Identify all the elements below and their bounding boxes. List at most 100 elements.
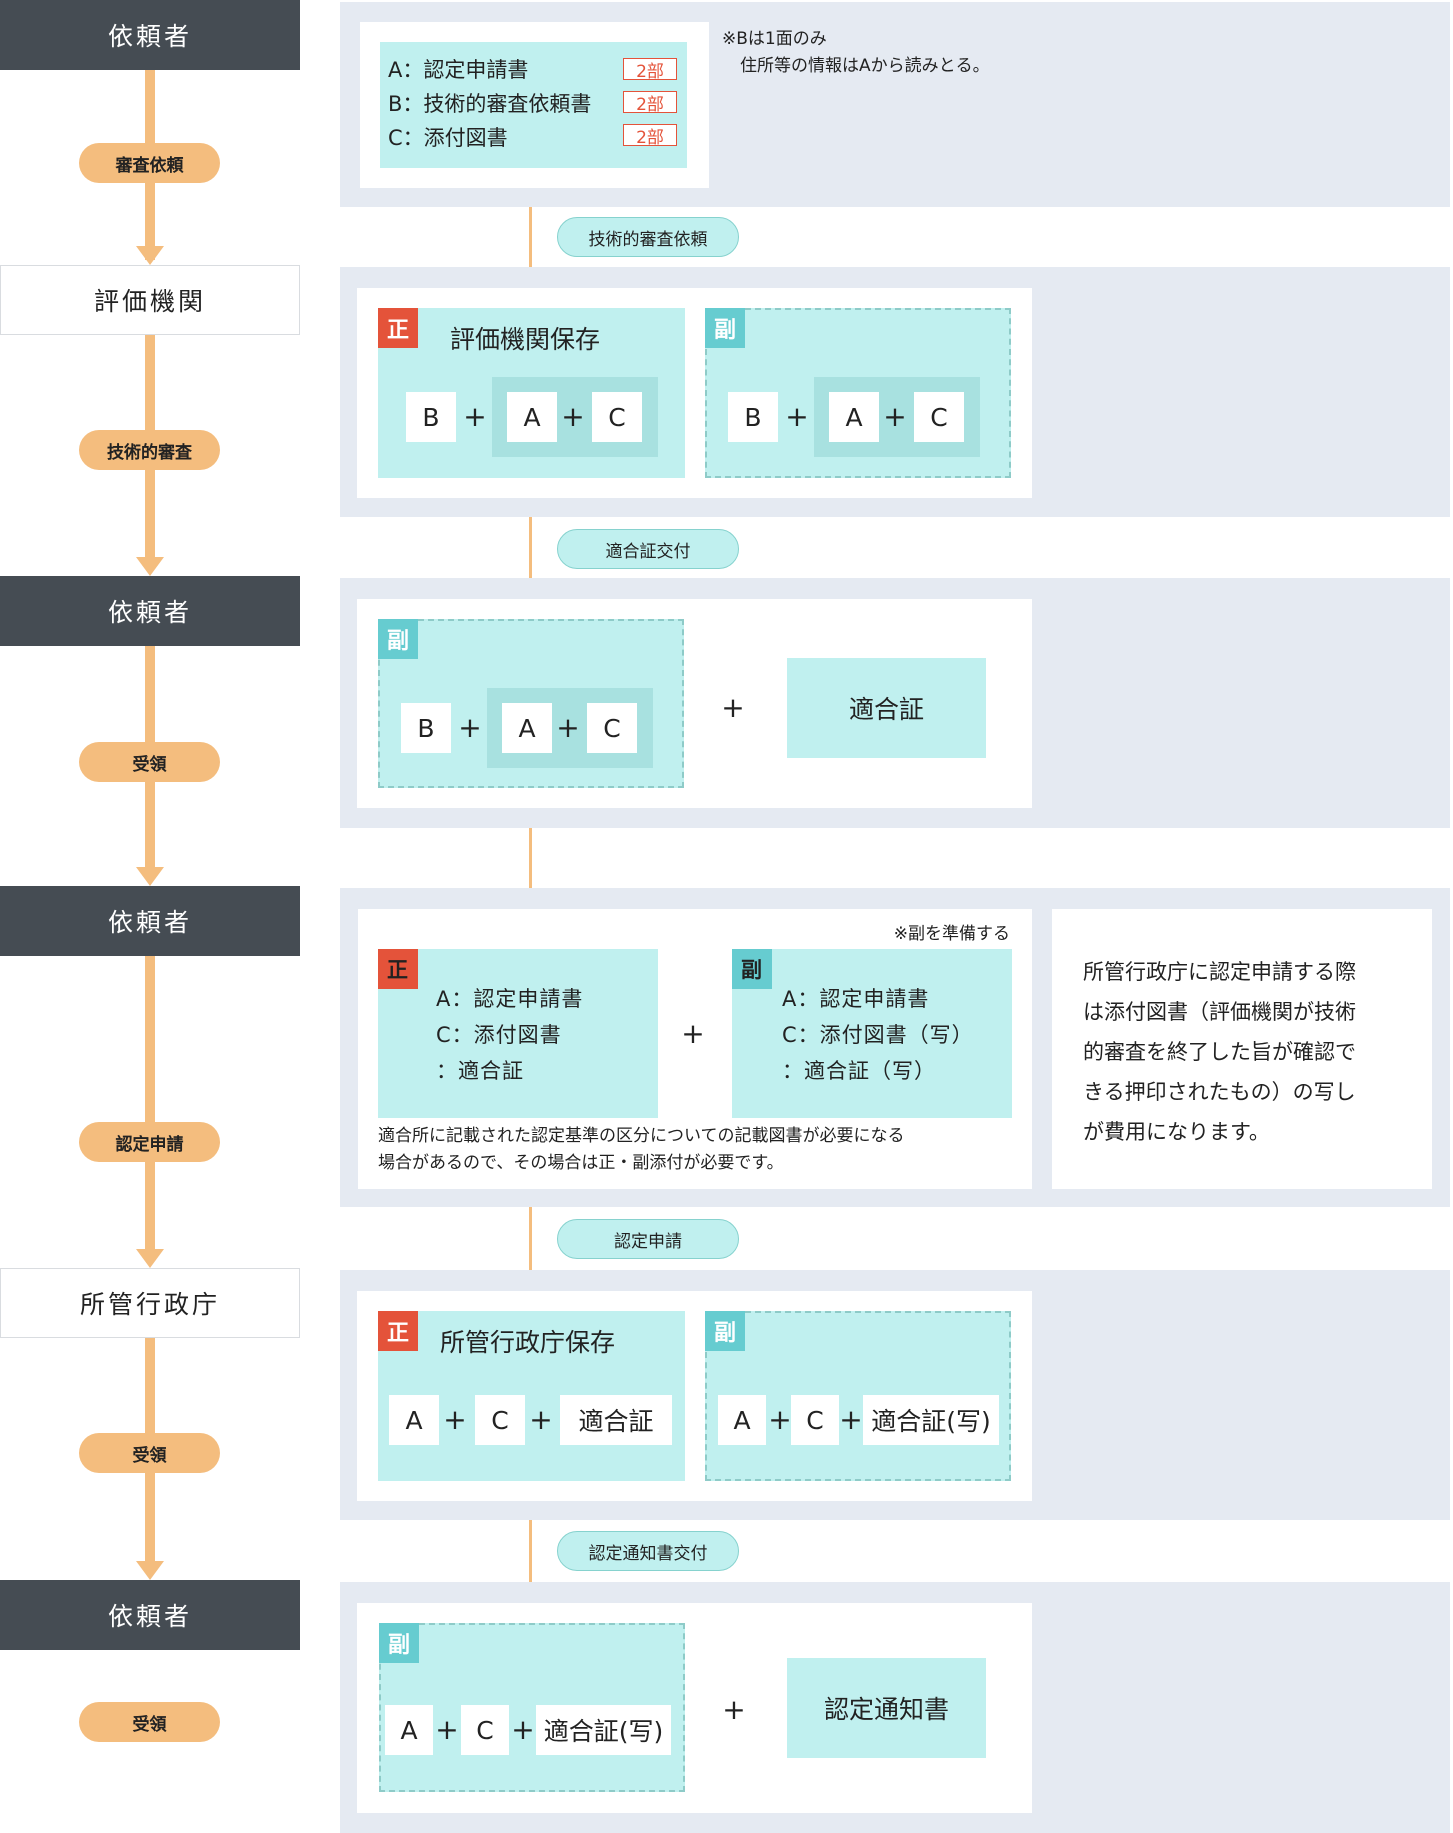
doc-cell-c: C (791, 1395, 839, 1445)
doc-cell-c: C (914, 392, 964, 442)
plus-icon: + (458, 711, 482, 744)
document-list: A：認定申請書 2部 B：技術的審査依頼書 2部 C：添付図書 2部 (380, 42, 687, 168)
receipt-card: 副 B + A + C + 適合証 (357, 599, 1032, 808)
document-c: C：添付図書 (388, 126, 508, 150)
item-attached-drawings: C：添付図書 (436, 1023, 562, 1047)
sei-set: 正 所管行政庁保存 A + C + 適合証 (378, 1311, 685, 1481)
step-certification-application: 認定申請 (79, 1122, 220, 1162)
doc-cell-a: A (718, 1395, 766, 1445)
evaluation-storage-card: 正 評価機関保存 B + A + C 副 B + A + C (357, 288, 1032, 498)
item-certificate: ：適合証 (436, 1059, 524, 1083)
fuku-badge: 副 (379, 1623, 419, 1663)
certificate-box: 適合証 (787, 658, 986, 758)
actor-requester: 依頼者 (0, 1580, 300, 1650)
doc-cell-a: A (502, 703, 552, 753)
sei-set: 正 A：認定申請書 C：添付図書 ：適合証 (378, 949, 658, 1118)
doc-cell-certificate: 適合証 (560, 1395, 672, 1445)
document-list-card: A：認定申請書 2部 B：技術的審査依頼書 2部 C：添付図書 2部 (360, 22, 709, 188)
actor-requester: 依頼者 (0, 886, 300, 956)
step-review-request: 審査依頼 (79, 143, 220, 183)
plus-icon: + (883, 400, 907, 433)
administrative-storage-card: 正 所管行政庁保存 A + C + 適合証 副 A + C + 適合証(写) (357, 1291, 1032, 1501)
actor-requester: 依頼者 (0, 576, 300, 646)
doc-cell-c: C (592, 392, 642, 442)
doc-cell-b: B (401, 703, 451, 753)
plus-icon: + (443, 1403, 467, 1436)
plus-icon: + (768, 1403, 792, 1436)
doc-cell-a: A (385, 1705, 433, 1755)
flow-label-certification-application: 認定申請 (557, 1219, 739, 1259)
doc-cell-b: B (406, 392, 456, 442)
plus-icon: + (511, 1713, 535, 1746)
side-note-text: 所管行政庁に認定申請する際 は添付図書（評価機関が技術 的審査を終了した旨が確認… (1083, 960, 1356, 1144)
plus-icon: + (556, 711, 580, 744)
flow-line (529, 808, 532, 896)
copies-badge: 2部 (623, 91, 677, 115)
fuku-set: 副 A：認定申請書 C：添付図書（写） ：適合証（写） (732, 949, 1012, 1118)
fuku-badge: 副 (705, 1311, 745, 1351)
actor-administrative-agency: 所管行政庁 (0, 1268, 300, 1338)
sei-title: 所管行政庁保存 (440, 1328, 616, 1357)
doc-cell-a: A (389, 1395, 439, 1445)
arrow-down-icon (136, 246, 164, 265)
step-receipt: 受領 (79, 1702, 220, 1742)
sei-title: 評価機関保存 (450, 325, 601, 354)
plus-icon: + (681, 1017, 705, 1050)
doc-cell-certificate-copy: 適合証(写) (863, 1395, 999, 1445)
flow-line (145, 956, 155, 1261)
plus-icon: + (839, 1403, 863, 1436)
prepare-fuku-note: ※副を準備する (893, 924, 1010, 944)
step-receipt: 受領 (79, 1433, 220, 1473)
arrow-down-icon (136, 867, 164, 886)
item-application-form: A：認定申請書 (782, 987, 930, 1011)
item-attached-drawings-copy: C：添付図書（写） (782, 1023, 974, 1047)
actor-requester: 依頼者 (0, 0, 300, 70)
flow-label-notice-issuance: 認定通知書交付 (557, 1531, 739, 1571)
doc-cell-c: C (587, 703, 637, 753)
doc-cell-certificate-copy: 適合証(写) (536, 1705, 671, 1755)
copies-badge: 2部 (623, 124, 677, 148)
document-b: B：技術的審査依頼書 (388, 92, 592, 116)
fuku-set: 副 A + C + 適合証(写) (379, 1623, 685, 1792)
doc-group-ac: A + C (492, 377, 658, 457)
document-a: A：認定申請書 (388, 58, 529, 82)
plus-icon: + (435, 1713, 459, 1746)
step-technical-review: 技術的審査 (79, 430, 220, 470)
doc-group-ac: A + C (487, 688, 653, 768)
fuku-badge: 副 (732, 949, 772, 989)
plus-icon: + (561, 400, 585, 433)
plus-icon: + (463, 400, 487, 433)
sei-set: 正 評価機関保存 B + A + C (378, 308, 685, 478)
sei-badge: 正 (378, 308, 418, 348)
plus-icon: + (721, 691, 745, 724)
fuku-set: 副 B + A + C (705, 308, 1011, 478)
step-receipt: 受領 (79, 742, 220, 782)
plus-icon: + (722, 1693, 746, 1726)
flow-line (529, 1189, 532, 1279)
side-note-card: 所管行政庁に認定申請する際 は添付図書（評価機関が技術 的審査を終了した旨が確認… (1052, 909, 1432, 1189)
sei-badge: 正 (378, 949, 418, 989)
fuku-set: 副 A + C + 適合証(写) (705, 1311, 1011, 1481)
item-certificate-copy: ：適合証（写） (782, 1059, 936, 1083)
caption-line: 場合があるので、その場合は正・副添付が必要です。 (378, 1153, 784, 1173)
flow-line (529, 1501, 532, 1591)
arrow-down-icon (136, 1249, 164, 1268)
doc-cell-b: B (728, 392, 778, 442)
doc-cell-c: C (475, 1395, 525, 1445)
notice-receipt-card: 副 A + C + 適合証(写) + 認定通知書 (357, 1603, 1032, 1813)
doc-cell-c: C (461, 1705, 509, 1755)
note-b-one-side: ※Bは1面のみ (722, 29, 827, 49)
flow-line (529, 498, 532, 587)
doc-cell-a: A (829, 392, 879, 442)
sei-badge: 正 (378, 1311, 418, 1351)
doc-group-ac: A + C (814, 377, 980, 457)
flow-line (529, 188, 532, 276)
note-address-info: 住所等の情報はAから読みとる。 (740, 56, 990, 76)
item-application-form: A：認定申請書 (436, 987, 584, 1011)
copies-badge: 2部 (623, 58, 677, 82)
notice-box: 認定通知書 (787, 1658, 986, 1758)
arrow-down-icon (136, 557, 164, 576)
arrow-down-icon (136, 1561, 164, 1580)
fuku-set: 副 B + A + C (378, 619, 684, 788)
plus-icon: + (529, 1403, 553, 1436)
